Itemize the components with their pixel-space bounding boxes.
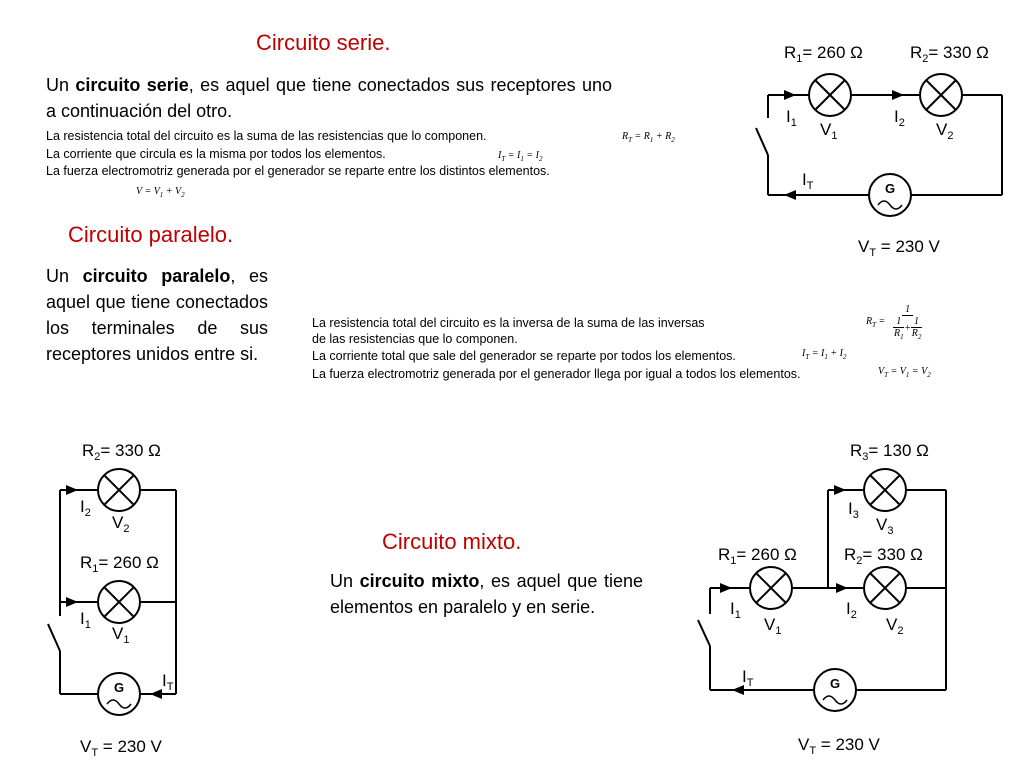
mixto-v1-label: V1 <box>764 615 781 637</box>
paralelo-text-resistance-a: La resistencia total del circuito es la … <box>312 316 705 330</box>
serie-formula-resistance: RT = R1 + R2 <box>622 131 675 144</box>
paralelo-r2-label: R2= 330 Ω <box>82 441 161 463</box>
paralelo-intro: Un circuito paralelo, es aquel que tiene… <box>46 266 268 364</box>
mixto-r3-label: R3= 130 Ω <box>850 441 929 463</box>
serie-r2-label: R2= 330 Ω <box>910 43 989 65</box>
serie-generator-g: G <box>885 181 895 196</box>
serie-vt-label: VT = 230 V <box>858 237 941 259</box>
paralelo-vt-label: VT = 230 V <box>80 737 163 759</box>
paralelo-text-current: La corriente total que sale del generado… <box>312 349 736 363</box>
serie-v2-label: V2 <box>936 120 953 142</box>
serie-circuit-diagram: G R1= 260 Ω R2= 330 Ω I1 V1 I2 V2 IT VT … <box>755 43 1003 259</box>
mixto-v2-label: V2 <box>886 615 903 637</box>
paralelo-formula-current: IT = I1 + I2 <box>802 348 847 361</box>
mixto-v3-label: V3 <box>876 515 893 537</box>
paralelo-circuit-diagram: G R2= 330 Ω I2 V2 R1= 260 Ω I1 V1 IT VT … <box>47 441 177 759</box>
serie-text-emf: La fuerza electromotriz generada por el … <box>46 164 550 178</box>
paralelo-formula-emf: VT = V1 = V2 <box>878 366 931 379</box>
mixto-title: Circuito mixto. <box>382 529 522 554</box>
paralelo-it-label: IT <box>162 671 174 693</box>
serie-intro: Un circuito serie, es aquel que tiene co… <box>46 75 612 121</box>
mixto-i1-label: I1 <box>730 599 741 621</box>
serie-it-label: IT <box>802 170 814 192</box>
mixto-circuit-diagram: G R3= 130 Ω I3 V3 R1= 260 Ω R2= 330 Ω I1… <box>697 441 947 757</box>
paralelo-text-resistance-b: de las resistencias que lo componen. <box>312 332 518 346</box>
serie-v1-label: V1 <box>820 120 837 142</box>
mixto-intro: Un circuito mixto, es aquel que tiene el… <box>330 571 644 617</box>
paralelo-text-emf: La fuerza electromotriz generada por el … <box>312 367 801 381</box>
serie-text-resistance: La resistencia total del circuito es la … <box>46 129 487 143</box>
serie-formula-emf: V = V1 + V2 <box>136 186 185 199</box>
mixto-r1-label: R1= 260 Ω <box>718 545 797 567</box>
paralelo-generator-g: G <box>114 680 124 695</box>
mixto-i2-label: I2 <box>846 599 857 621</box>
serie-i2-label: I2 <box>894 107 905 129</box>
paralelo-i2-label: I2 <box>80 497 91 519</box>
paralelo-v1-label: V1 <box>112 624 129 646</box>
mixto-vt-label: VT = 230 V <box>798 735 881 757</box>
serie-title: Circuito serie. <box>256 30 391 55</box>
serie-i1-label: I1 <box>786 107 797 129</box>
serie-r1-label: R1= 260 Ω <box>784 43 863 65</box>
paralelo-i1-label: I1 <box>80 609 91 631</box>
paralelo-v2-label: V2 <box>112 513 129 535</box>
mixto-r2-label: R2= 330 Ω <box>844 545 923 567</box>
mixto-it-label: IT <box>742 667 754 689</box>
mixto-i3-label: I3 <box>848 499 859 521</box>
paralelo-r1-label: R1= 260 Ω <box>80 553 159 575</box>
serie-text-current: La corriente que circula es la misma por… <box>46 147 386 161</box>
paralelo-title: Circuito paralelo. <box>68 222 234 247</box>
mixto-generator-g: G <box>830 676 840 691</box>
serie-formula-current: IT = I1 = I2 <box>498 150 543 163</box>
